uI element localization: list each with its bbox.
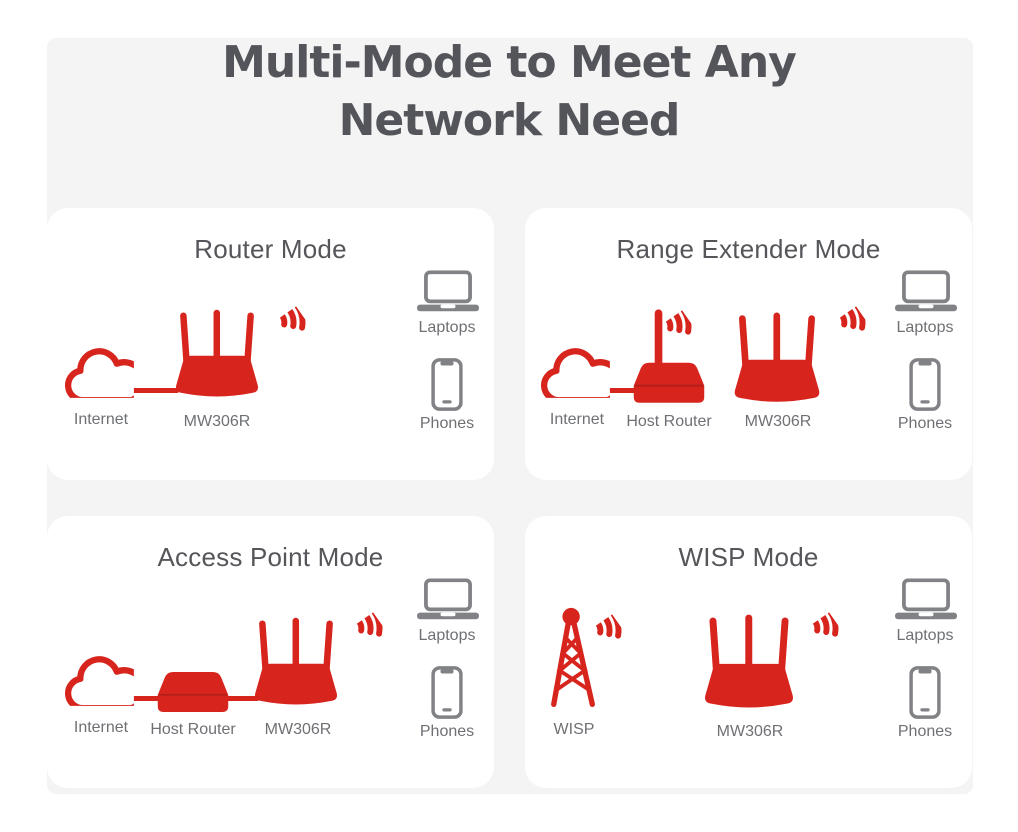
card-wisp-mode: WISP Mode WISP MW306R Laptops Phones — [525, 516, 972, 788]
wired-connection-line — [609, 388, 639, 393]
router-icon — [165, 304, 269, 404]
laptop-icon — [895, 577, 957, 622]
device-label: MW306R — [183, 413, 251, 430]
wisp-label: WISP — [553, 721, 595, 738]
internet-label: Internet — [73, 411, 129, 428]
host-router-label: Host Router — [626, 413, 712, 430]
wired-connection-line — [131, 696, 163, 701]
internet-label: Internet — [73, 719, 129, 736]
wifi-signal-icon — [872, 358, 908, 405]
phones-label: Phones — [419, 723, 475, 740]
host-router-label: Host Router — [150, 721, 236, 738]
wired-connection-line — [131, 388, 179, 393]
device-label: MW306R — [744, 413, 812, 430]
card-title: Router Mode — [194, 234, 347, 264]
laptop-icon — [417, 269, 479, 314]
laptops-label: Laptops — [896, 627, 954, 644]
card-title: WISP Mode — [678, 542, 819, 572]
internet-cloud-icon — [537, 350, 619, 407]
phone-icon — [431, 666, 463, 719]
page-title-line2: Network Need — [338, 95, 681, 146]
host-router-icon — [153, 669, 233, 715]
wifi-signal-icon — [262, 284, 314, 341]
internet-label: Internet — [549, 411, 605, 428]
phones-label: Phones — [897, 723, 953, 740]
wifi-signal-icon — [861, 268, 897, 315]
laptops-label: Laptops — [418, 319, 476, 336]
wifi-signal-icon — [383, 268, 419, 315]
phone-icon — [909, 358, 941, 411]
wifi-signal-icon — [861, 576, 897, 623]
card-title: Access Point Mode — [157, 542, 384, 572]
wired-connection-line — [225, 696, 259, 701]
internet-cloud-icon — [61, 658, 143, 715]
card-access-point-mode: Access Point Mode Internet Host Router M… — [47, 516, 494, 788]
wifi-signal-icon — [872, 666, 908, 713]
laptop-icon — [895, 269, 957, 314]
phones-label: Phones — [419, 415, 475, 432]
laptops-label: Laptops — [418, 627, 476, 644]
router-icon — [722, 308, 832, 408]
internet-cloud-icon — [61, 350, 143, 407]
wifi-signal-icon — [394, 358, 430, 405]
laptop-icon — [417, 577, 479, 622]
page-title: Multi-Mode to Meet Any Network Need — [0, 34, 1018, 150]
router-icon — [244, 612, 348, 712]
phone-icon — [909, 666, 941, 719]
wifi-signal-icon — [394, 666, 430, 713]
card-range-extender-mode: Range Extender Mode Internet Host Router… — [525, 208, 972, 480]
laptops-label: Laptops — [896, 319, 954, 336]
device-label: MW306R — [264, 721, 332, 738]
page-title-line1: Multi-Mode to Meet Any — [222, 37, 797, 88]
card-router-mode: Router Mode Internet MW306R Laptops Phon… — [47, 208, 494, 480]
card-title: Range Extender Mode — [616, 234, 881, 264]
phone-icon — [431, 358, 463, 411]
device-label: MW306R — [716, 723, 784, 740]
phones-label: Phones — [897, 415, 953, 432]
wifi-signal-icon — [383, 576, 419, 623]
